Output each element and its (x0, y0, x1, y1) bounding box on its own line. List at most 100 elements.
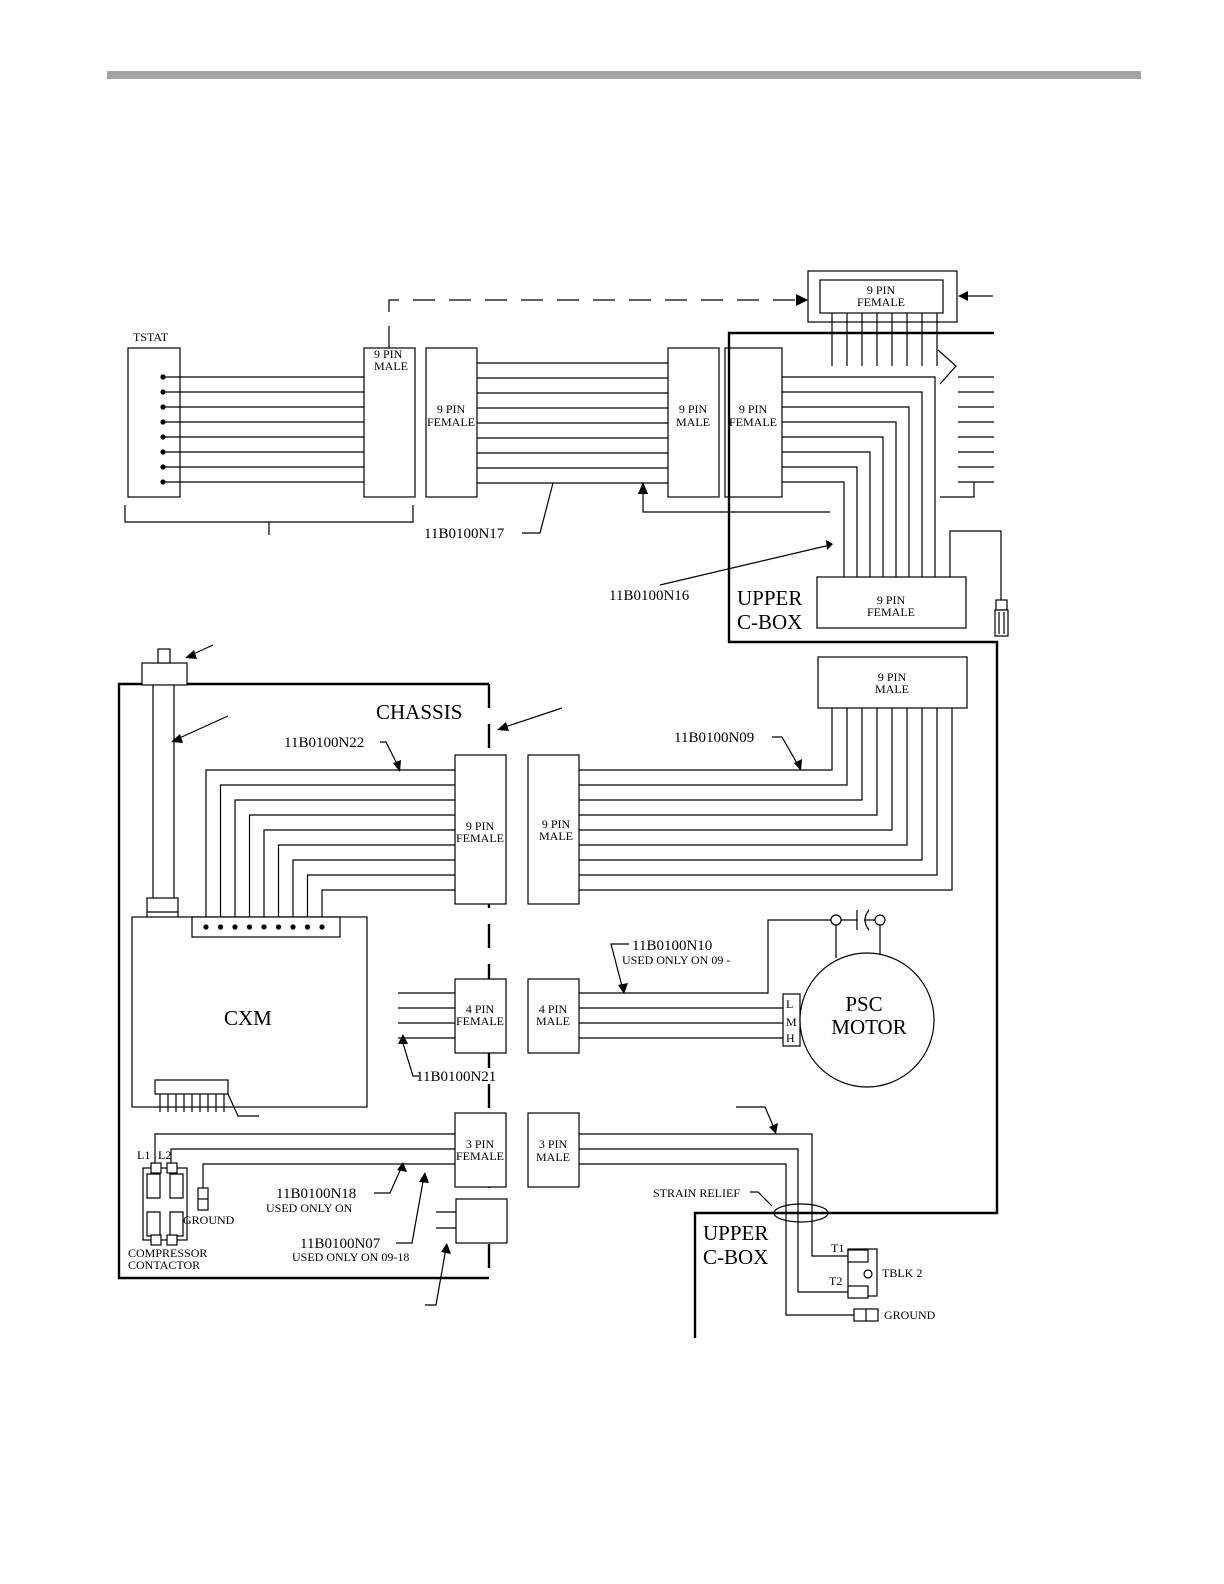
capacitor-terminal (830, 914, 842, 926)
upper-cbox-label-lower: UPPER (703, 1221, 768, 1245)
strain-relief (773, 1203, 829, 1223)
n07-pointer (425, 1247, 447, 1306)
cxm-pin (232, 924, 238, 930)
connector-label: 9 PIN (877, 593, 906, 607)
tstat-box (127, 347, 181, 498)
contactor-terminal (166, 1162, 178, 1174)
connector-label: MALE (539, 829, 573, 843)
arrow-head (393, 760, 401, 772)
harness-n16-wires (782, 376, 936, 577)
n22-wire (321, 889, 455, 917)
connector-3pin-female (454, 1112, 507, 1188)
n16-wire (782, 421, 897, 577)
arrow-head (794, 759, 802, 771)
ground-label-cbox: GROUND (884, 1308, 936, 1322)
arrow-head (497, 722, 509, 731)
connector-label: 9 PIN (437, 402, 466, 416)
connector-3pin-male (527, 1112, 580, 1188)
connector-label: MALE (875, 682, 909, 696)
connector-9pin-male-right (817, 656, 968, 709)
cxm-pin (217, 924, 224, 930)
n22-wire (219, 784, 455, 917)
n18-leader (374, 1165, 403, 1194)
tblk2-t2 (847, 1285, 869, 1299)
contactor-details (146, 1173, 184, 1237)
cxm-pin (275, 924, 282, 930)
connector-label: 9 PIN (739, 402, 768, 416)
n17-leader (522, 482, 554, 534)
upper-cbox-label-lower: C-BOX (703, 1245, 768, 1269)
connector-label: FEMALE (867, 605, 915, 619)
tstat-bracket (124, 505, 414, 535)
header-rule (107, 71, 1141, 79)
n09-wire (579, 708, 908, 846)
motor-terminal-l: L (786, 997, 793, 1011)
cxm-lower-header (154, 1079, 229, 1095)
n22-leader (380, 741, 399, 767)
motor-terminal-h: H (786, 1031, 795, 1045)
chassis-pointer (501, 707, 563, 729)
ground-label-chassis: GROUND (183, 1213, 235, 1227)
harness-n10-note: USED ONLY ON 09 - (622, 953, 730, 967)
contactor-terminal (166, 1234, 178, 1246)
contactor-l1: L1 (137, 1148, 150, 1162)
connector-label: 9 PIN (878, 670, 907, 684)
n22-wire (306, 874, 455, 917)
harness-n07-note: USED ONLY ON 09-18 (292, 1250, 409, 1264)
n16-wire (782, 391, 923, 577)
right-stub-wires (958, 376, 994, 483)
harness-n09-label: 11B0100N09 (674, 730, 754, 746)
cable-cap-top (157, 648, 171, 664)
contactor-l2: L2 (158, 1148, 171, 1162)
n16-wire (782, 436, 884, 577)
arrow-head (441, 1243, 451, 1254)
connector-4pin-male (527, 978, 580, 1054)
chassis-outline (117, 682, 489, 1280)
strain-relief-leader (750, 1191, 773, 1207)
compressor-label: COMPRESSOR (128, 1246, 207, 1260)
arrow-head (618, 983, 628, 994)
n22-wire (292, 859, 455, 917)
n07-leader (396, 1175, 425, 1244)
n09-wire (579, 708, 863, 801)
connector-label: MALE (536, 1150, 570, 1164)
connector-label: 9 PIN (466, 819, 495, 833)
connector-label: FEMALE (456, 831, 504, 845)
connector-label: MALE (536, 1014, 570, 1028)
connector-label: 4 PIN (466, 1002, 495, 1016)
n09-wire (579, 708, 833, 771)
contactor-terminal (150, 1234, 162, 1246)
n09-leader (772, 736, 799, 766)
connector-label: 4 PIN (539, 1002, 568, 1016)
n16-leader (659, 544, 831, 586)
cxm-pin (319, 924, 325, 930)
tblk2-t2-label: T2 (829, 1274, 842, 1288)
capacitor-symbol (835, 909, 881, 958)
n22-wire (248, 814, 455, 917)
n22-wire (263, 829, 455, 917)
n09-wire (579, 708, 878, 816)
connector-9pin-female-b (724, 347, 783, 498)
connector-n07 (455, 1198, 508, 1244)
cxm-pin (261, 924, 267, 930)
connector-label: 3 PIN (466, 1137, 495, 1151)
stem-pointer (174, 715, 229, 741)
plug-wire (949, 530, 1002, 600)
tblk2-screw (863, 1269, 873, 1279)
n21-leader (401, 1039, 419, 1077)
plug (995, 599, 1008, 611)
connector-4pin-female (454, 978, 507, 1054)
strain-relief-label: STRAIN RELIEF (653, 1186, 740, 1200)
harness-n07-label: 11B0100N07 (300, 1236, 381, 1252)
arrow-head (638, 482, 648, 494)
tstat-pin (160, 419, 166, 425)
n22-wire (234, 799, 455, 917)
n22-wire (277, 844, 455, 917)
upper-cbox-outline-top (693, 331, 999, 1338)
harness-n21-label: 11B0100N21 (416, 1069, 496, 1085)
arrow-head (958, 291, 968, 301)
connector-label: FEMALE (427, 415, 475, 429)
n09-wire (579, 708, 953, 891)
connector-label: 3 PIN (539, 1137, 568, 1151)
tstat-pin (160, 464, 166, 470)
